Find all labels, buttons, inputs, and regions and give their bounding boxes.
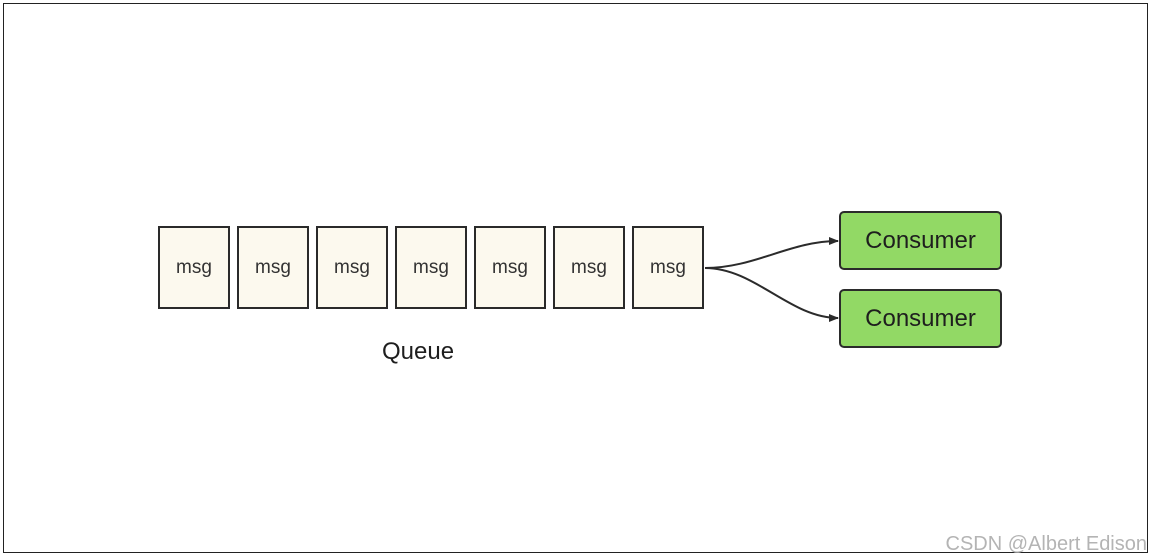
queue-message-2: msg [237,226,309,309]
watermark: CSDN @Albert Edison [945,533,1147,555]
queue-message-5: msg [474,226,546,309]
arrow-to-consumer-2 [704,267,839,322]
consumer-node-1: Consumer [839,211,1002,270]
queue-message-1: msg [158,226,230,309]
queue-message-6: msg [553,226,625,309]
consumer-node-2: Consumer [839,289,1002,348]
diagram-frame [3,3,1148,553]
queue-message-3: msg [316,226,388,309]
queue-label: Queue [382,338,455,365]
arrow-to-consumer-1 [704,237,839,269]
queue-message-7: msg [632,226,704,309]
queue-message-4: msg [395,226,467,309]
